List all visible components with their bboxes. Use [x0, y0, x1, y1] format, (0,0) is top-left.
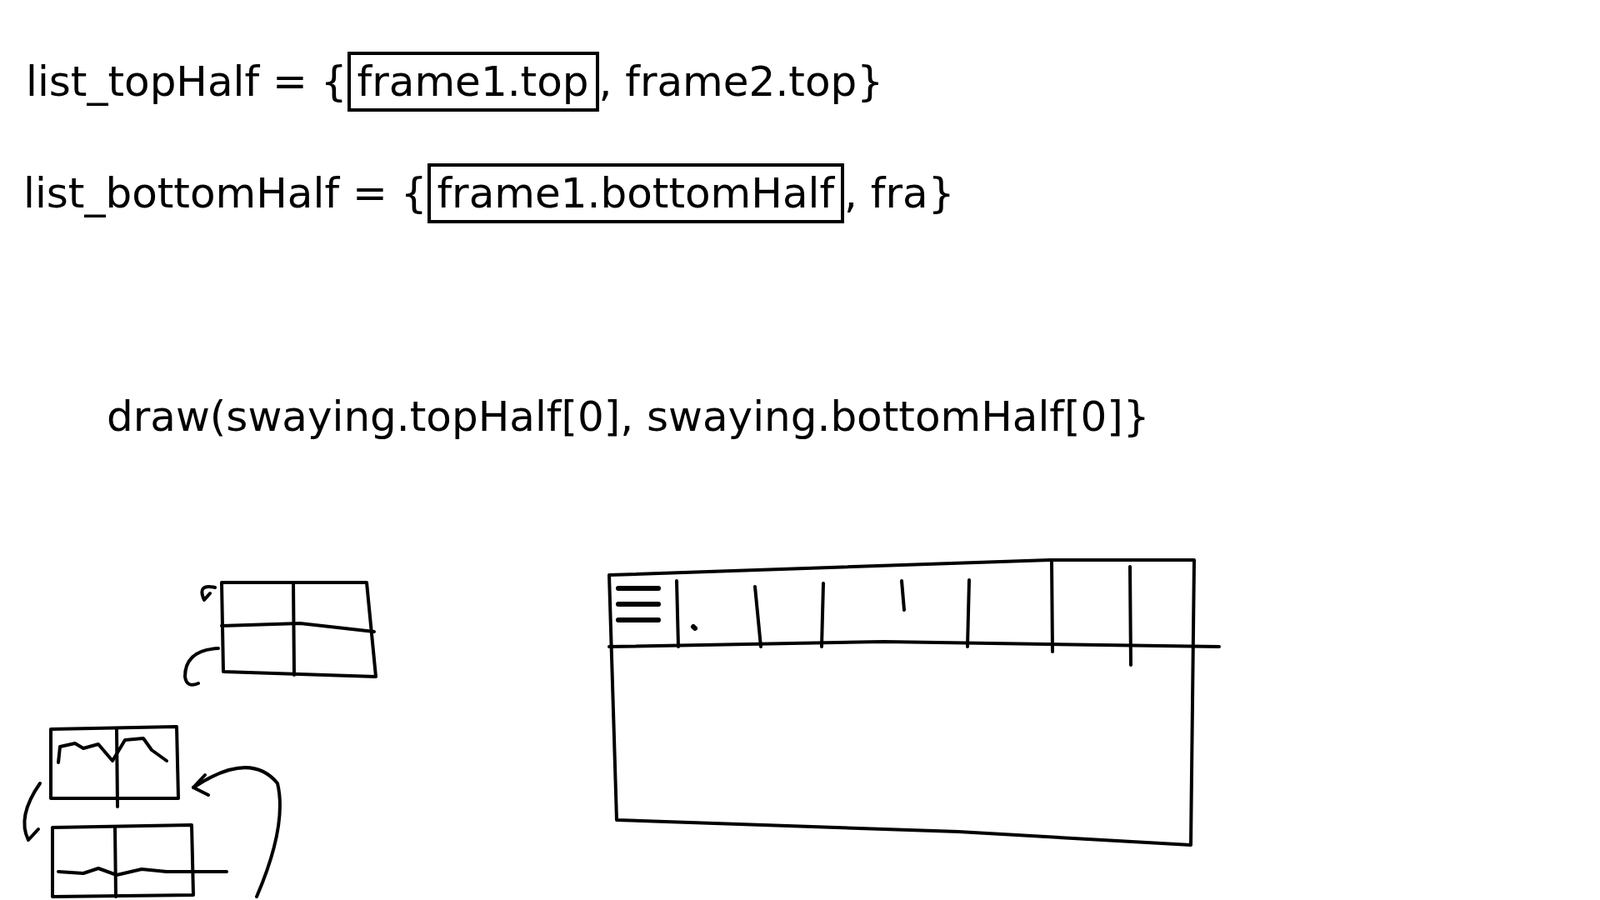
- code-text: list_topHalf = {: [25, 56, 348, 107]
- code-text: draw(swaying.topHalf[0], swaying.bottomH…: [106, 391, 1150, 442]
- code-text: , fra}: [844, 168, 955, 219]
- frame-grid-sketch: [185, 582, 376, 685]
- code-line: list_bottomHalf = {frame1.bottomHalf, fr…: [23, 163, 955, 224]
- code-line: list_topHalf = {frame1.top, frame2.top}: [25, 51, 884, 112]
- panel-swap-sketch: [24, 726, 280, 897]
- boxed-text: frame1.bottomHalf: [437, 169, 835, 218]
- code-text: , frame2.top}: [599, 56, 885, 107]
- code-line: draw(swaying.topHalf[0], swaying.bottomH…: [106, 391, 1150, 442]
- frame-strip-sketch: [609, 560, 1220, 845]
- code-text: list_bottomHalf = {: [23, 168, 428, 219]
- highlight-box: frame1.top: [347, 51, 600, 112]
- highlight-box: frame1.bottomHalf: [427, 163, 845, 224]
- boxed-text: frame1.top: [357, 57, 590, 106]
